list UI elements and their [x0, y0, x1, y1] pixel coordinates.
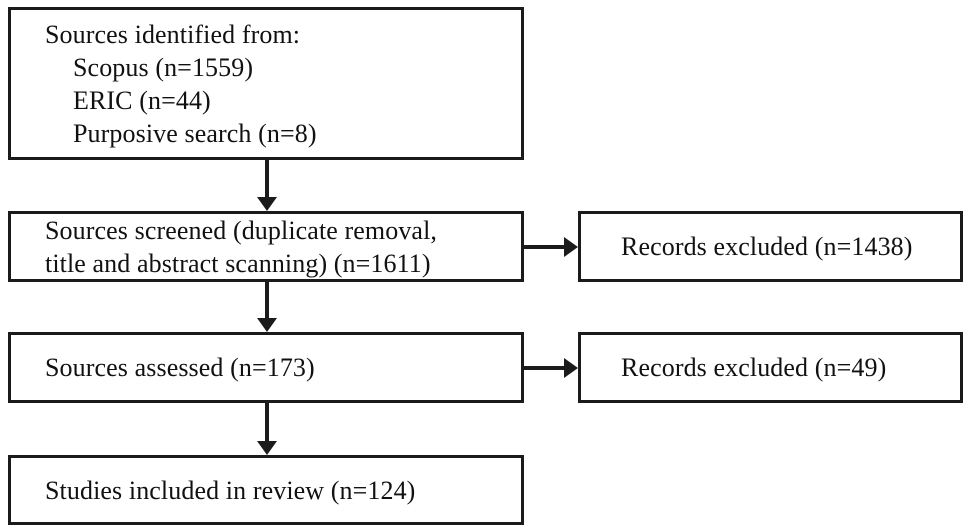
arrow-right-icon — [564, 358, 578, 378]
node-records-excluded-assessment: Records excluded (n=49) — [578, 332, 963, 403]
connector-line — [524, 245, 566, 249]
node-sources-assessed: Sources assessed (n=173) — [8, 332, 524, 403]
node-line: Records excluded (n=49) — [621, 353, 887, 382]
node-line: Sources assessed (n=173) — [45, 353, 315, 382]
node-line: Scopus (n=1559) — [73, 52, 254, 82]
arrow-down-icon — [257, 318, 277, 332]
node-line: Sources identified from: — [45, 19, 301, 49]
node-sources-screened: Sources screened (duplicate removal, tit… — [8, 211, 524, 282]
connector-line — [265, 160, 269, 199]
node-line: Records excluded (n=1438) — [621, 232, 913, 261]
node-line: title and abstract scanning) (n=1611) — [45, 248, 431, 278]
arrow-down-icon — [257, 441, 277, 455]
node-sources-identified: Sources identified from: Scopus (n=1559)… — [8, 7, 524, 160]
connector-line — [524, 366, 566, 370]
node-line: Studies included in review (n=124) — [45, 475, 416, 505]
arrow-down-icon — [257, 197, 277, 211]
node-line: ERIC (n=44) — [73, 85, 211, 115]
connector-line — [265, 282, 269, 320]
node-studies-included: Studies included in review (n=124) — [8, 455, 524, 525]
node-records-excluded-screening: Records excluded (n=1438) — [578, 211, 963, 282]
node-line: Purposive search (n=8) — [73, 118, 317, 148]
arrow-right-icon — [564, 237, 578, 257]
node-line: Sources screened (duplicate removal, — [45, 215, 437, 245]
connector-line — [265, 403, 269, 443]
